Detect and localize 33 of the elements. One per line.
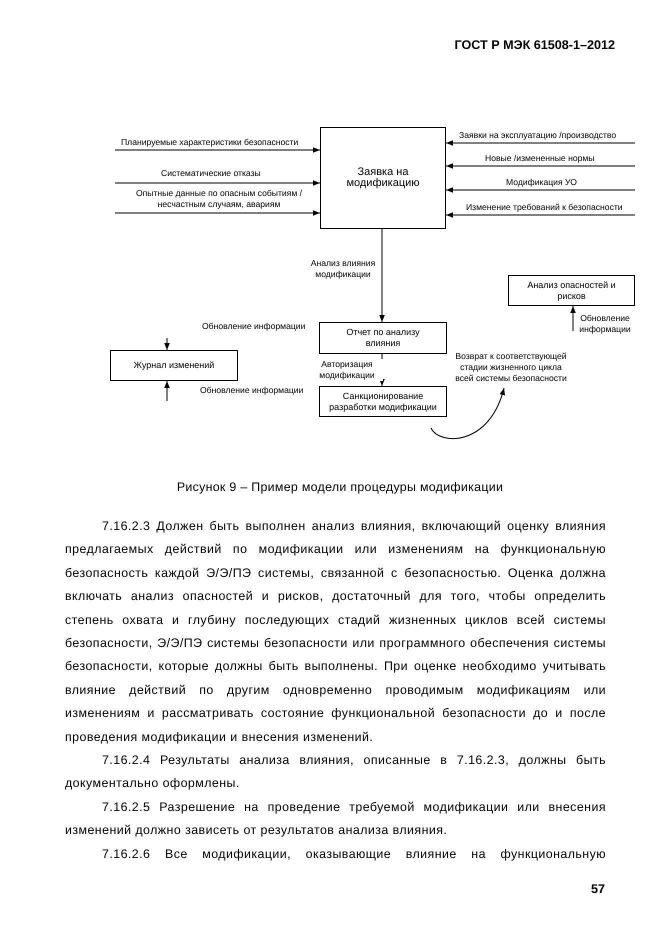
edge-label: Обновление информации <box>201 321 306 332</box>
arrow <box>446 187 636 193</box>
arrow <box>114 147 320 153</box>
target-text: Возврат к соответствующей стадии жизненного цикла всей системы безопасности <box>452 350 570 384</box>
edge-label: Планируемые характеристики безопасности <box>120 137 300 148</box>
page-header: ГОСТ Р МЭК 61508-1–2012 <box>454 38 615 52</box>
edge-label: Модификация УО <box>505 177 578 188</box>
arrow <box>114 180 320 186</box>
paragraph: 7.16.2.6 Все модификации, оказывающие влияние на функциональную <box>101 846 606 863</box>
arrow <box>164 380 170 402</box>
paragraph: 7.16.2.3 Должен быть выполнен анализ влияния, включающий оценку влияния предлагаемых действий по модификации или изменениям на функциональную безопасность каждой Э/Э/ПЭ системы, связанной с безопасностью. Оценка должна включать анализ опасностей и рисков, достаточный для того, чтобы определить степень охвата и глубину последующих стадий жизненных циклов всей системы безопасности, Э/Э/ПЭ системы безопасности или программного обеспечения системы безопасности, которые должны быть выполнены. При оценке необходимо учитывать влияние действий по другим одновременно проводимым модификациям или изменениям и рассматривать состояние функциональной безопасности до и после проведения модификации и внесения изменений. <box>65 518 606 746</box>
process-box: Анализ опасностей и рисков <box>508 275 635 306</box>
edge-label: Систематические отказы <box>160 168 262 179</box>
process-box: Заявка на модификацию <box>320 127 446 229</box>
arrow <box>164 338 170 350</box>
arrow <box>446 140 636 146</box>
arrow <box>114 210 320 216</box>
edge-label: Изменение требований к безопасности <box>465 202 624 213</box>
edge-label: Новые /измененные нормы <box>484 153 596 164</box>
arrow <box>446 163 636 169</box>
arrow <box>430 388 505 440</box>
process-box: Журнал изменений <box>110 350 238 381</box>
arrow <box>446 212 636 218</box>
process-box: Санкционирование разработки модификации <box>319 386 447 417</box>
arrow <box>570 306 576 332</box>
edge-label: Заявки на эксплуатацию /производство <box>458 130 618 141</box>
paragraph: 7.16.2.4 Результаты анализа влияния, описанные в 7.16.2.3, должны быть документально оформлены. <box>65 752 606 792</box>
figure-caption: Рисунок 9 – Пример модели процедуры модификации <box>176 480 504 494</box>
arrow <box>379 228 385 322</box>
paragraph: 7.16.2.5 Разрешение на проведение требуемой модификации или внесения изменений должно зависеть от результатов анализа влияния. <box>65 798 606 840</box>
edge-label: Обновление информации <box>199 385 304 396</box>
process-box: Отчет по анализу влияния <box>319 322 447 354</box>
page-number: 57 <box>590 882 605 896</box>
